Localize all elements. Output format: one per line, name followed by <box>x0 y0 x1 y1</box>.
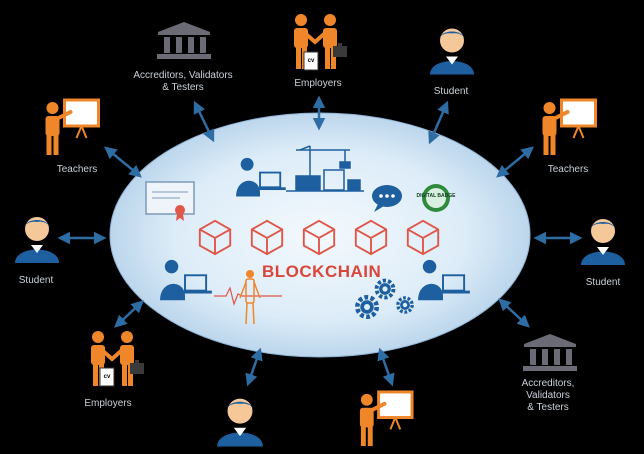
employers-icon: cv <box>91 331 144 386</box>
certificate-icon <box>145 181 195 221</box>
cv-document-text: cv <box>104 374 111 380</box>
health-body-icon <box>214 270 282 325</box>
employers-icon: cv <box>292 12 348 71</box>
arrow-teacher-bottom <box>377 347 395 387</box>
arrow-employers-bottom <box>114 300 144 328</box>
blockchain-title: BLOCKCHAIN <box>262 262 382 281</box>
factory-crane-icon <box>286 145 364 192</box>
teacher-icon <box>46 100 99 155</box>
student-icon <box>581 219 625 265</box>
cv-document-text: cv <box>308 58 315 64</box>
teacher-icon <box>543 100 596 155</box>
label-accreditors-bottom: Accreditors, Validators & Testers <box>521 378 575 413</box>
arrow-teachers-left <box>104 146 142 178</box>
bank-icon <box>523 334 577 371</box>
arrow-accreditors-bottom <box>498 298 530 328</box>
label-employers-bottom: Employers <box>84 398 132 409</box>
label-teachers-right: Teachers <box>547 164 589 175</box>
digital-badge-icon: DIGITAL BADGE <box>417 184 457 212</box>
arrow-student-top <box>428 100 449 145</box>
digital-badge-text: DIGITAL BADGE <box>417 193 457 199</box>
label-accreditors-top: Accreditors, Validators & Testers <box>133 70 233 93</box>
bank-icon <box>157 22 211 59</box>
teacher-icon <box>360 392 412 446</box>
label-teachers-left: Teachers <box>56 164 98 175</box>
student-icon <box>217 398 263 447</box>
connection-arrows <box>57 95 583 387</box>
arrow-student-bottom <box>245 347 263 387</box>
chat-bubble-icon <box>372 185 402 212</box>
student-icon <box>430 28 474 75</box>
label-student-left: Student <box>18 275 54 286</box>
arrow-teachers-right <box>496 146 534 178</box>
student-icon <box>15 217 59 263</box>
label-employers-top: Employers <box>294 78 342 89</box>
label-student-top: Student <box>433 86 469 97</box>
label-student-right: Student <box>585 277 621 288</box>
arrow-accreditors-top <box>193 100 215 143</box>
